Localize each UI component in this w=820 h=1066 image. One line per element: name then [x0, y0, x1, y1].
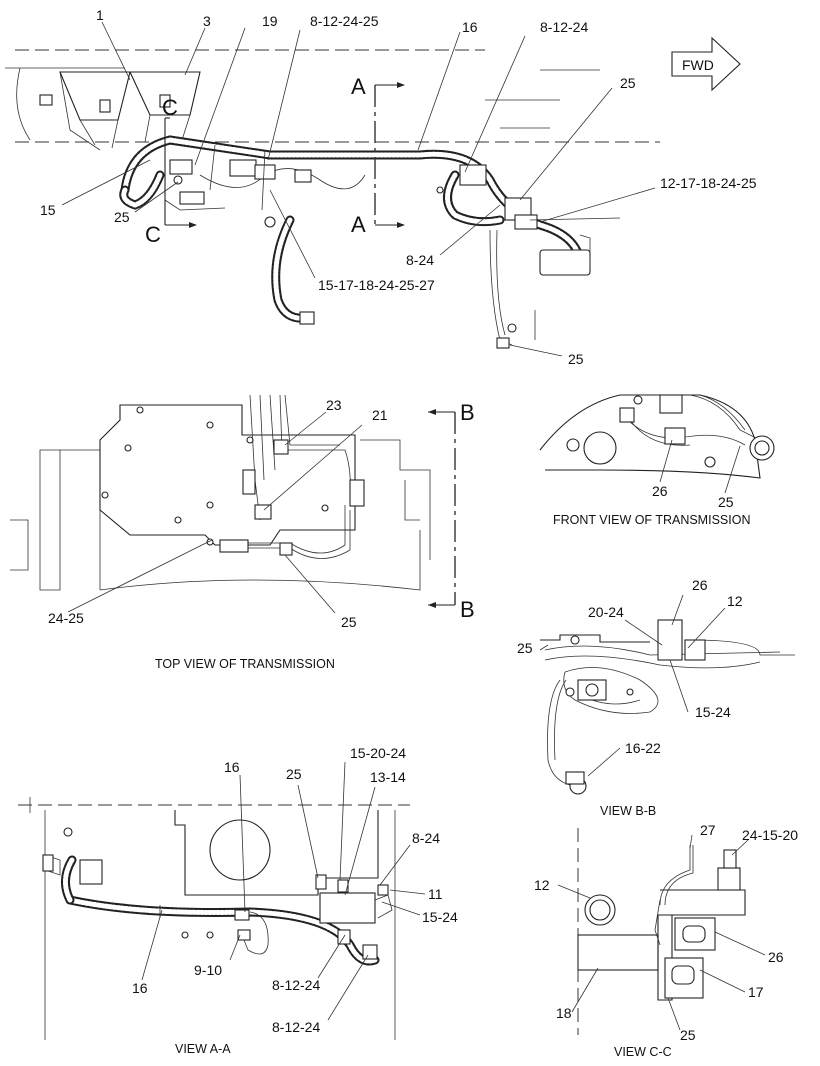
front-view-of-transmission: 26 25 FRONT VIEW OF TRANSMISSION	[539, 394, 775, 527]
callout-9-10: 9-10	[194, 962, 222, 978]
callout-24-25: 24-25	[48, 610, 84, 626]
top-view-of-transmission: B B 23 21 24-25 25 TOP VIEW OF TRANSMISS…	[10, 394, 475, 671]
callout-15: 15	[40, 202, 56, 218]
callout-27: 27	[700, 822, 716, 838]
callout-25-right: 25	[620, 75, 636, 91]
view-c-c: 27 24-15-20 12 26 17 18 25 VIEW C-C	[534, 822, 798, 1059]
callout-12-bb: 12	[727, 593, 743, 609]
view-a-a: 16 25 15-20-24 13-14 8-24 11 15-24 16 9-…	[18, 745, 458, 1056]
callout-15-17-18-24-25-27: 15-17-18-24-25-27	[318, 277, 435, 293]
callout-15-24-bb: 15-24	[695, 704, 731, 720]
section-c-lower: C	[145, 222, 161, 247]
callout-24-15-20: 24-15-20	[742, 827, 798, 843]
callout-15-24-aa: 15-24	[422, 909, 458, 925]
callout-16-aa-top: 16	[224, 759, 240, 775]
callout-1: 1	[96, 7, 104, 23]
caption-view-bb: VIEW B-B	[600, 804, 656, 818]
callout-8-24-aa: 8-24	[412, 830, 440, 846]
section-a-upper: A	[351, 74, 366, 99]
callout-19: 19	[262, 13, 278, 29]
callout-15-20-24: 15-20-24	[350, 745, 406, 761]
callout-17: 17	[748, 984, 764, 1000]
callout-18: 18	[556, 1005, 572, 1021]
callout-8-12-24-25: 8-12-24-25	[310, 13, 379, 29]
callout-25-bottom: 25	[568, 351, 584, 367]
fwd-label: FWD	[682, 57, 714, 73]
callout-8-12-24-aa-b: 8-12-24	[272, 1019, 320, 1035]
view-b-b: 26 20-24 12 25 15-24 16-22 VIEW B-B	[517, 577, 795, 818]
callout-16: 16	[462, 19, 478, 35]
callout-25-bb: 25	[517, 640, 533, 656]
section-b-upper: B	[460, 400, 475, 425]
callout-12-17-18-24-25: 12-17-18-24-25	[660, 175, 757, 191]
callout-21: 21	[372, 407, 388, 423]
section-c-upper: C	[162, 95, 178, 120]
main-assembly-view: FWD 1 3 19 8-12-24-25 16 8-12-24 25 12-1…	[5, 7, 757, 367]
callout-16-aa-bottom: 16	[132, 980, 148, 996]
caption-front-view: FRONT VIEW OF TRANSMISSION	[553, 513, 750, 527]
callout-16-22: 16-22	[625, 740, 661, 756]
callout-13-14: 13-14	[370, 769, 406, 785]
callout-8-12-24-aa-a: 8-12-24	[272, 977, 320, 993]
section-a-lower: A	[351, 212, 366, 237]
section-b-lower: B	[460, 597, 475, 622]
callout-25-aa: 25	[286, 766, 302, 782]
callout-8-12-24: 8-12-24	[540, 19, 588, 35]
callout-11: 11	[428, 886, 443, 902]
callout-8-24: 8-24	[406, 252, 434, 268]
callout-23: 23	[326, 397, 342, 413]
caption-top-view: TOP VIEW OF TRANSMISSION	[155, 657, 335, 671]
caption-view-aa: VIEW A-A	[175, 1042, 231, 1056]
callout-26-cc: 26	[768, 949, 784, 965]
callout-25-frontview: 25	[718, 494, 734, 510]
callout-25-left: 25	[114, 209, 130, 225]
callout-25-cc: 25	[680, 1027, 696, 1043]
caption-view-cc: VIEW C-C	[614, 1045, 672, 1059]
callout-26-frontview: 26	[652, 483, 668, 499]
callout-25-topview: 25	[341, 614, 357, 630]
fwd-arrow-icon	[671, 36, 741, 92]
callout-12-cc: 12	[534, 877, 550, 893]
callout-20-24: 20-24	[588, 604, 624, 620]
callout-26-bb: 26	[692, 577, 708, 593]
callout-3: 3	[203, 13, 211, 29]
